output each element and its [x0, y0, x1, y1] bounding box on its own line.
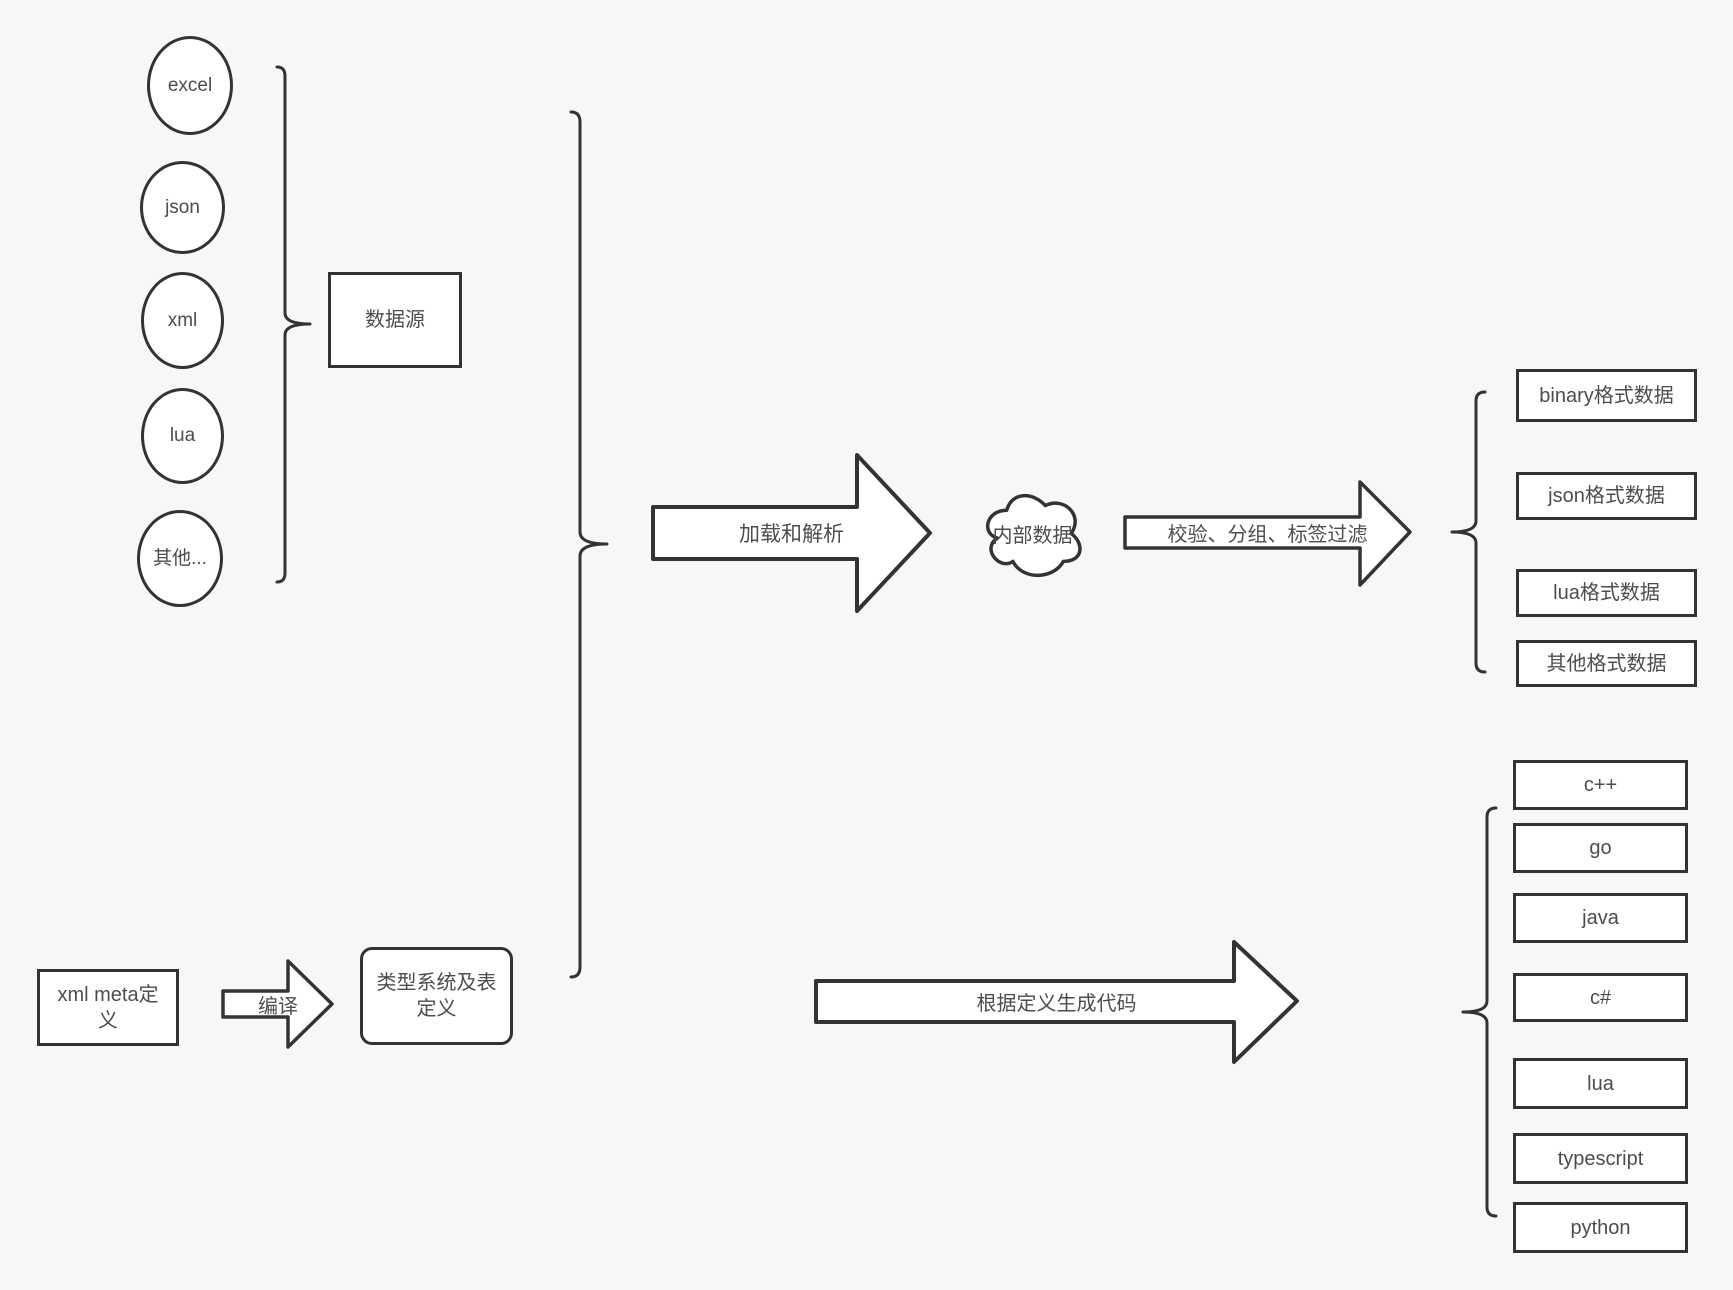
source-ellipse-json: json	[140, 161, 225, 254]
formats-brace	[1450, 390, 1487, 674]
language-box-go: go	[1513, 823, 1688, 873]
load-parse-arrow	[651, 453, 932, 613]
load-parse-arrow-label: 加载和解析	[739, 523, 844, 546]
source-ellipse-other: 其他...	[137, 510, 223, 607]
languages-brace	[1461, 806, 1498, 1218]
compile-arrow	[221, 959, 334, 1049]
format-box-json: json格式数据	[1516, 472, 1697, 520]
format-box-lua: lua格式数据	[1516, 569, 1697, 617]
format-box-other: 其他格式数据	[1516, 640, 1697, 687]
language-box-python: python	[1513, 1202, 1688, 1253]
language-box-csharp: c#	[1513, 973, 1688, 1022]
language-box-typescript: typescript	[1513, 1133, 1688, 1184]
generate-code-arrow	[814, 940, 1299, 1064]
data-source-group-box: 数据源	[328, 272, 462, 368]
type-system-box: 类型系统及表定义	[360, 947, 513, 1045]
inputs-brace	[569, 110, 609, 979]
internal-data-label: 内部数据	[992, 524, 1073, 547]
filter-arrow-label: 校验、分组、标签过滤	[1167, 523, 1368, 546]
language-box-lua: lua	[1513, 1058, 1688, 1109]
source-ellipse-lua: lua	[141, 388, 224, 484]
xml-meta-box: xml meta定义	[37, 969, 179, 1046]
language-box-java: java	[1513, 893, 1688, 943]
compile-arrow-label: 编译	[258, 995, 298, 1018]
filter-arrow	[1123, 480, 1412, 587]
generate-code-arrow-label: 根据定义生成代码	[976, 992, 1137, 1015]
format-box-binary: binary格式数据	[1516, 369, 1697, 422]
source-ellipse-excel: excel	[147, 36, 233, 135]
sources-brace	[275, 65, 312, 584]
internal-data-cloud	[985, 493, 1082, 577]
language-box-cpp: c++	[1513, 760, 1688, 810]
source-ellipse-xml: xml	[141, 272, 224, 369]
